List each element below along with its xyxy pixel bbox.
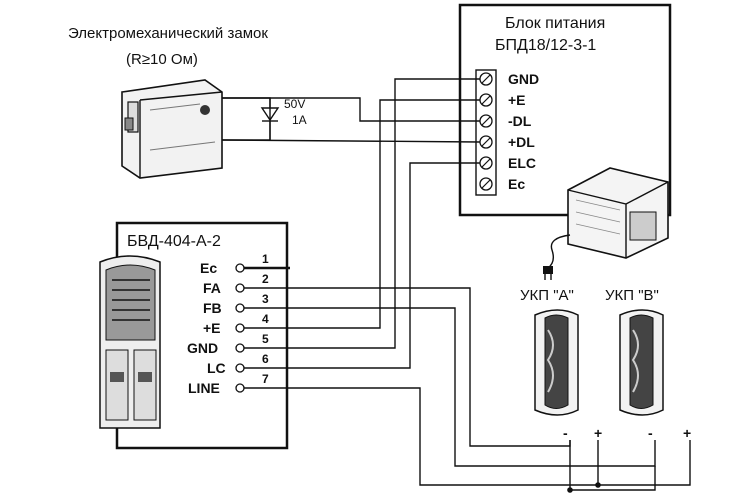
- psu-terminal-plus-dl: +DL: [508, 134, 535, 150]
- psu-terminal-minus-dl: -DL: [508, 113, 532, 129]
- handset-b-illustration: [619, 309, 664, 416]
- panel-terminal-fa: FA: [203, 280, 221, 296]
- lock-title: Электромеханический замок: [68, 25, 268, 42]
- psu-terminal-plus-e: +E: [508, 92, 526, 108]
- wire-number-1: 1: [262, 252, 269, 266]
- lock-rating: (R≥10 Ом): [126, 51, 198, 68]
- diode-voltage: 50V: [284, 97, 305, 111]
- psu-terminal-ec: Ec: [508, 176, 525, 192]
- diode-current: 1A: [292, 113, 307, 127]
- wire-number-6: 6: [262, 352, 269, 366]
- panel-terminal-gnd: GND: [187, 340, 218, 356]
- door-station-illustration: [99, 255, 161, 429]
- wire-number-5: 5: [262, 332, 269, 346]
- psu-terminal-gnd: GND: [508, 71, 539, 87]
- panel-terminal-line: LINE: [188, 380, 220, 396]
- wire-number-3: 3: [262, 292, 269, 306]
- panel-terminal-fb: FB: [203, 300, 222, 316]
- psu-terminal-strip: [475, 69, 497, 196]
- panel-terminal-ec: Ec: [200, 260, 217, 276]
- handset-a-label: УКП "А": [520, 287, 574, 304]
- psu-title: Блок питания: [505, 15, 605, 32]
- panel-terminal-contacts: [235, 263, 245, 393]
- psu-model: БПД18/12-3-1: [495, 37, 596, 54]
- handset-a-illustration: [534, 309, 579, 416]
- diode-symbol: [222, 97, 280, 141]
- handset-b-label: УКП "В": [605, 287, 659, 304]
- panel-model: БВД-404-А-2: [127, 233, 221, 250]
- wire-number-2: 2: [262, 272, 269, 286]
- psu-terminal-elc: ELC: [508, 155, 536, 171]
- wire-number-4: 4: [262, 312, 269, 326]
- panel-terminal-lc: LC: [207, 360, 226, 376]
- handset-b-minus: -: [648, 425, 653, 441]
- panel-terminal-plus-e: +E: [203, 320, 221, 336]
- lock-illustration: [121, 79, 223, 179]
- power-adapter-illustration: [543, 167, 669, 280]
- handset-b-plus: +: [683, 425, 691, 441]
- wire-number-7: 7: [262, 372, 269, 386]
- psu-terminal-screws: [479, 72, 493, 191]
- handset-a-minus: -: [563, 425, 568, 441]
- wiring: [221, 78, 691, 493]
- handset-a-plus: +: [594, 425, 602, 441]
- psu-box: [458, 3, 672, 217]
